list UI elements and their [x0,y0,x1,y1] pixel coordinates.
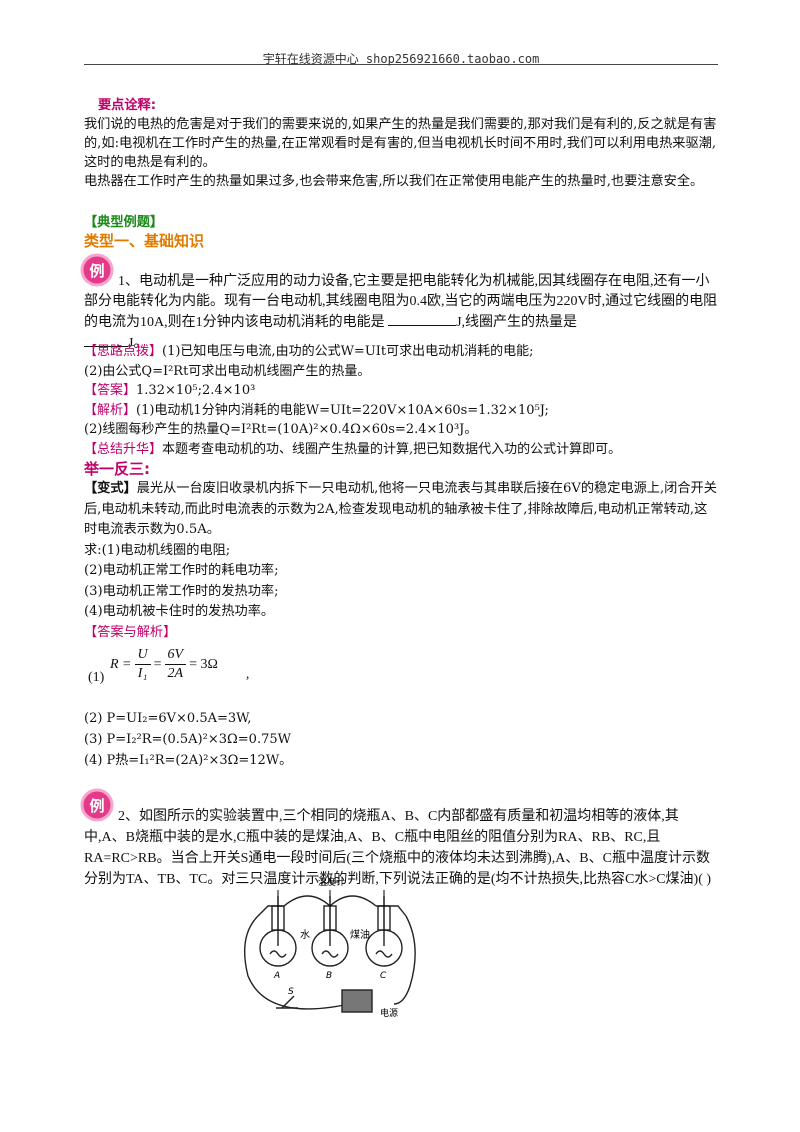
think-line-1: 【思路点拨】(1)已知电压与电流,由功的公式W=UIt可求出电动机消耗的电能; [84,344,534,359]
flask-a-label: A [273,971,280,981]
example1-analysis: 【思路点拨】(1)已知电压与电流,由功的公式W=UIt可求出电动机消耗的电能; … [84,342,718,459]
example-badge-icon: 例 [80,788,114,822]
svg-text:例: 例 [89,797,104,815]
example1-question: 1、电动机是一种广泛应用的动力设备,它主要是把电能转化为机械能,因其线圈存在电阻… [84,274,718,351]
summary-line: 【总结升华】本题考查电动机的功、线圈产生热量的计算,把已知数据代入功的公式计算即… [84,441,622,457]
key-points: 要点诠释: 我们说的电热的危害是对于我们的需要来说的,如果产生的热量是我们需要的… [84,96,718,191]
answer-blank-1 [388,312,457,326]
solution-line-1: 【解析】(1)电动机1分钟内消耗的电能W=UIt=220V×10A×60s=1.… [84,402,549,418]
key-points-p2: 电热器在工作时产生的热量如果过多,也会带来危害,所以我们在正常使用电能产生的热量… [84,174,704,189]
flask-b-label: B [326,971,332,981]
variant-text: 【变式】晨光从一台废旧收录机内拆下一只电动机,他将一只电流表与其串联后接在6V的… [84,481,717,537]
thermometer-label: 温度计 [318,876,345,888]
echo-heading: 举一反三: [84,460,150,478]
key-points-p1: 我们说的电热的危害是对于我们的需要来说的,如果产生的热量是我们需要的,那对我们是… [84,117,717,170]
variant-q2: (2)电动机正常工作时的耗电功率; [84,563,279,578]
type1-heading: 类型一、基础知识 [84,232,205,250]
answer-line: 【答案】1.32×10⁵;2.4×10³ [84,383,256,398]
answer-4: (4) P热=I₁²R=(2A)²×3Ω=12W。 [84,753,293,768]
experiment-figure: 温度计 水 煤油 A B C S 电源 [243,876,416,1019]
answer-2: (2) P=UI₂=6V×0.5A=3W, [84,711,252,726]
typical-heading: 【典型例题】 [84,215,164,230]
key-points-title: 要点诠释: [98,98,157,113]
header-rule [84,64,718,65]
answer-3: (3) P=I₂²R=(0.5A)²×3Ω=0.75W [84,732,291,747]
think-line-2: (2)由公式Q=I²Rt可求出电动机线圈产生的热量。 [84,363,371,379]
variant-q4: (4)电动机被卡住时的发热功率。 [84,604,275,619]
svg-text:例: 例 [89,262,104,280]
variant-ask: 求:(1)电动机线圈的电阻; [84,542,231,558]
example2-question: 2、如图所示的实验装置中,三个相同的烧瓶A、B、C内部都盛有质量和初温均相等的液… [84,809,712,887]
flask-c-label: C [380,971,387,981]
switch-label: S [288,987,294,997]
kerosene-label: 煤油 [350,928,370,941]
variant-answers: (2) P=UI₂=6V×0.5A=3W, (3) P=I₂²R=(0.5A)²… [84,708,718,771]
variant-block: 【变式】晨光从一台废旧收录机内拆下一只电动机,他将一只电流表与其串联后接在6V的… [84,479,718,643]
water-label: 水 [300,929,310,941]
variant-answer-tag: 【答案与解析】 [84,624,177,640]
page-header: 宇轩在线资源中心 shop256921660.taobao.com [262,52,540,66]
example-badge-icon: 例 [80,253,114,287]
answer-blank-2 [84,333,128,347]
solution-line-2: (2)线圈每秒产生的热量Q=I²Rt=(10A)²×0.4Ω×60s=2.4×1… [84,422,478,437]
source-label: 电源 [380,1007,398,1019]
variant-q3: (3)电动机正常工作时的发热功率; [84,583,279,599]
